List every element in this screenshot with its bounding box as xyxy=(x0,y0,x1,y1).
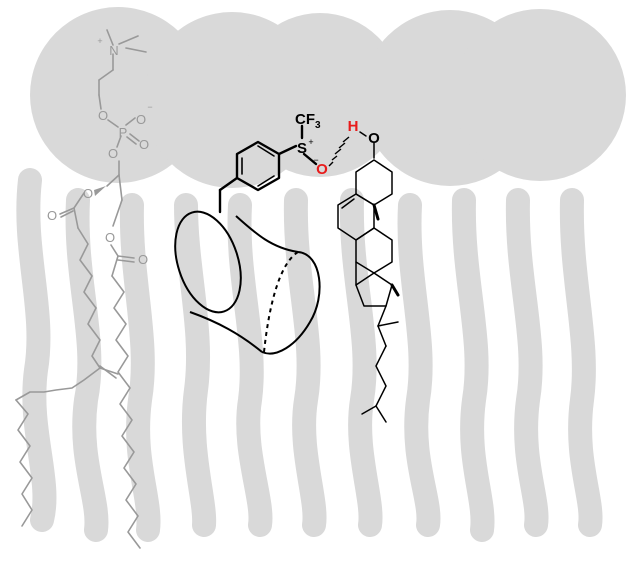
lipid-head-5 xyxy=(454,9,626,181)
ammonium-n-label: N xyxy=(109,43,118,58)
cyclodextrin-lower-wall xyxy=(189,311,263,353)
cf3-label: CF3 xyxy=(295,111,321,131)
cholesterol xyxy=(337,131,400,423)
hydrogen-bond xyxy=(328,136,350,167)
ammonium-plus-label: + xyxy=(97,36,102,46)
sulfur-label: S xyxy=(297,140,307,157)
phosphate-o-ester-label: O xyxy=(98,108,108,123)
membrane-tails xyxy=(16,168,603,542)
cyclodextrin-narrow-rim xyxy=(261,251,321,355)
phospholipid-labels: N + O P O − O O O O O O xyxy=(47,36,153,267)
hydroxyl-h-label: H xyxy=(348,118,359,135)
carbonyl-o-sn1-label: O xyxy=(138,252,148,267)
sulfoxide-probe xyxy=(218,124,318,214)
phosphate-p-label: P xyxy=(119,125,128,140)
phosphate-o-glycerol-label: O xyxy=(108,146,118,161)
hydroxyl-o-label: O xyxy=(368,130,380,147)
ester-o-sn1-label: O xyxy=(105,230,115,245)
sulfoxide-labels: CF3 S + O − xyxy=(295,111,328,178)
carbonyl-o-sn2-label: O xyxy=(47,208,57,223)
cyclodextrin-wide-rim xyxy=(174,210,242,314)
oxygen-charge-label: − xyxy=(313,155,318,165)
phosphate-minus-label: − xyxy=(147,102,152,112)
cyclodextrin-upper-wall xyxy=(235,215,299,253)
sulfoxide-oxygen-label: O xyxy=(316,161,328,178)
ester-o-sn2-label: O xyxy=(83,186,93,201)
phospholipid xyxy=(15,29,147,549)
phosphate-o-double-label: O xyxy=(139,137,149,152)
membrane-background xyxy=(30,7,626,188)
cyclodextrin xyxy=(174,210,321,355)
cholesterol-ring-d xyxy=(355,272,393,307)
lipid-head-3 xyxy=(238,13,402,177)
cyclodextrin-narrow-rim-back xyxy=(263,251,299,353)
cholesterol-labels: H O xyxy=(348,118,381,147)
sulfur-charge-label: + xyxy=(308,137,313,147)
phosphate-o-minus-label: O xyxy=(136,112,146,127)
